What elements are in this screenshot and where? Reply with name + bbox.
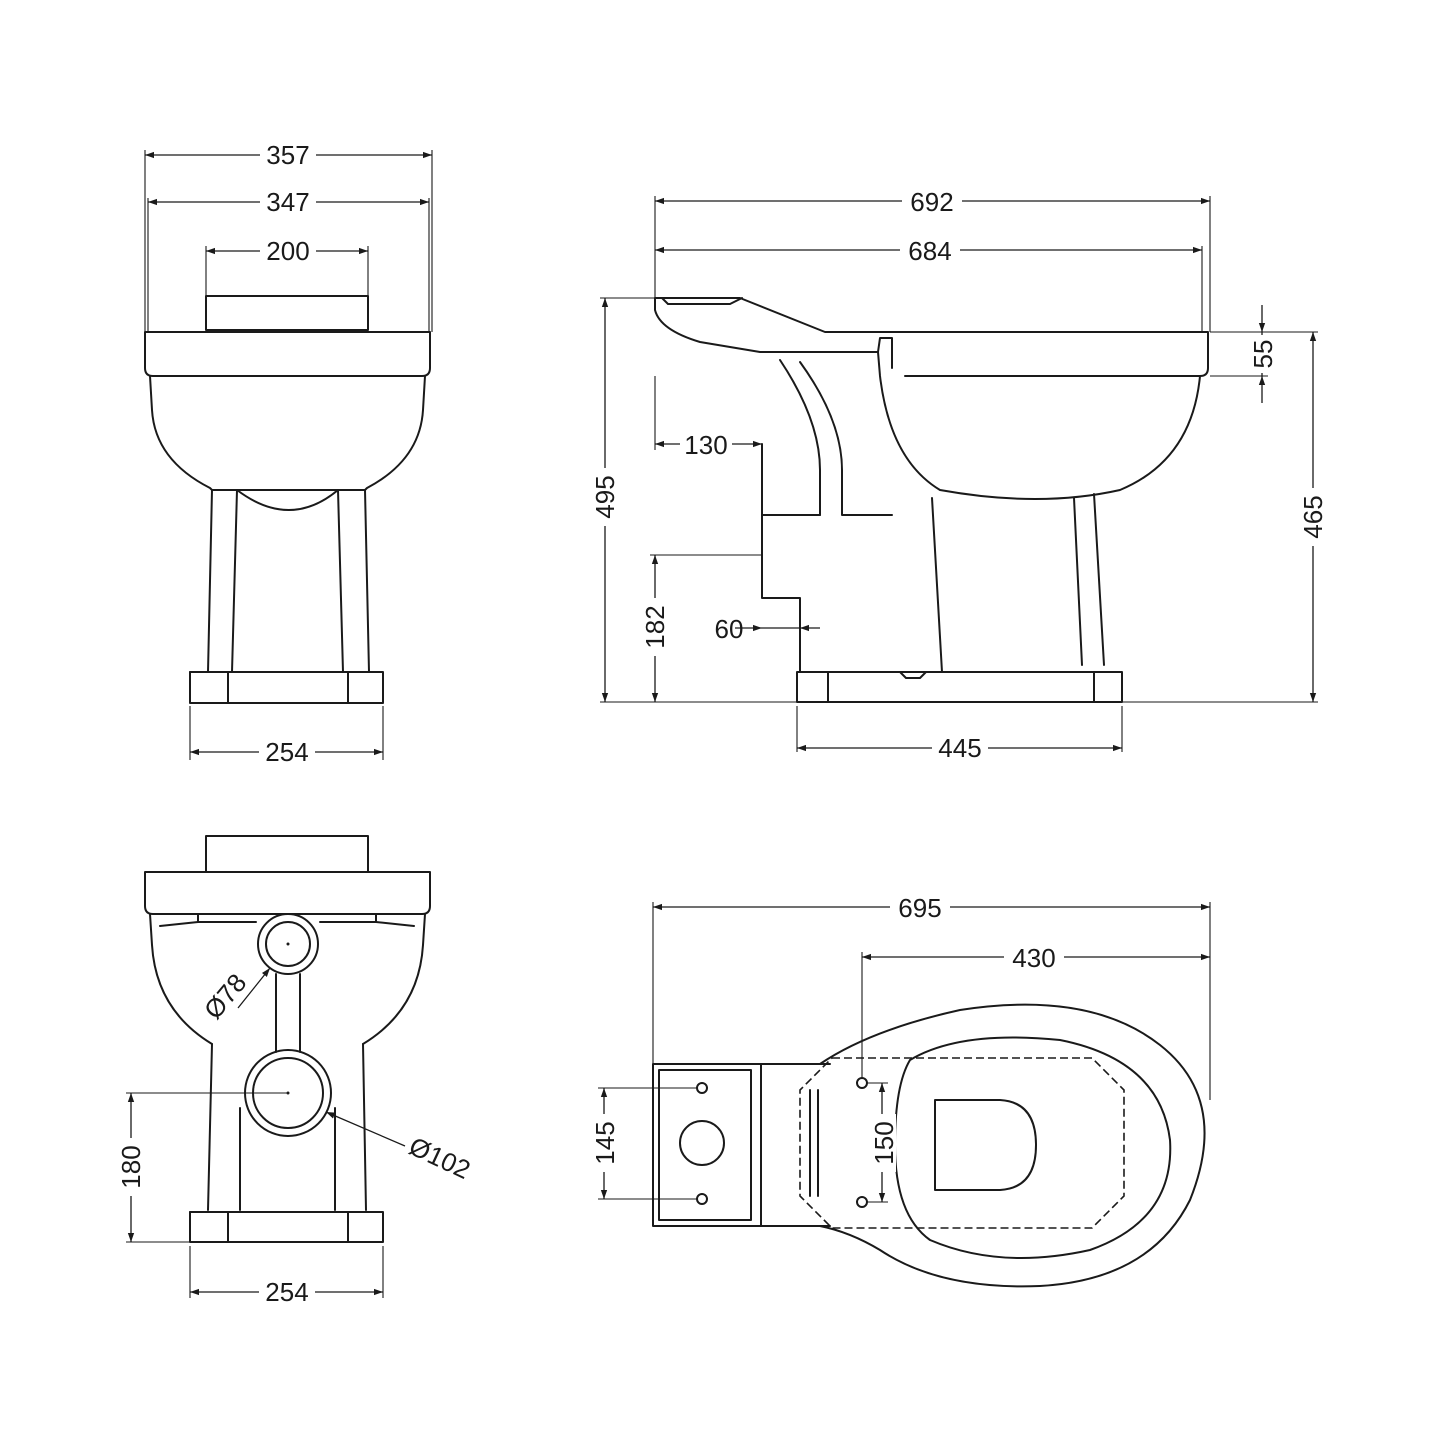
front-bowl [149,375,426,491]
plan-seat-outline [799,1057,1125,1229]
dim-front-base-width: 254 [265,737,308,767]
front-pedestal [207,489,370,673]
side-outlet [761,443,801,673]
rear-view: Ø78 Ø102 180 254 [116,835,475,1307]
dim-plan-seat-hole-spacing: 150 [869,1121,899,1164]
side-pedestal [931,493,1105,673]
side-trap [779,359,893,516]
rear-inlet-outer [257,913,319,975]
dim-plan-overall-length: 695 [898,893,941,923]
plan-view: 695 430 145 150 [590,893,1211,1288]
side-base [796,671,1123,703]
side-bowl [877,351,1201,500]
plan-cistern [652,1063,762,1227]
plan-neck [760,1063,831,1227]
dim-front-rim-width: 347 [266,187,309,217]
rear-base-lines [189,1211,349,1243]
dim-front-overall-width: 357 [266,140,309,170]
front-base [189,671,384,704]
cistern-top [205,295,369,331]
dim-rear-base-width: 254 [265,1277,308,1307]
rear-pedestal [207,1043,367,1211]
dim-front-cistern-width: 200 [266,236,309,266]
dim-side-outlet-length: 60 [715,614,744,644]
front-bowl-curve [236,489,339,511]
rear-bowl [149,913,426,1045]
plan-cistern-lid [658,1069,752,1221]
side-rim [654,297,1209,377]
plan-hinge [809,1089,819,1197]
side-base-lines [827,671,1095,703]
dim-side-bowl-height: 465 [1298,495,1328,538]
dim-side-waste-offset: 130 [684,430,727,460]
plan-bowl-outer [819,1003,1206,1288]
dim-side-rim-depth: 55 [1248,340,1278,369]
dim-plan-cistern-hole-spacing: 145 [590,1121,620,1164]
dim-side-waste-height: 182 [640,605,670,648]
rear-rim [144,871,431,915]
dim-side-base-length: 445 [938,733,981,763]
dim-rear-outlet-diameter: Ø102 [405,1131,475,1185]
plan-bowl-inner [894,1036,1172,1259]
rear-cistern [205,835,369,873]
dim-plan-seat-length: 430 [1012,943,1055,973]
dim-side-overall-length: 692 [910,187,953,217]
side-flush-button [661,297,743,305]
plan-flush-button [679,1120,725,1166]
rear-inlet-inner [265,921,311,967]
rear-base [189,1211,384,1243]
leader-102 [325,1111,406,1147]
plan-seat-hole-top [856,1077,868,1089]
front-view: 357 347 200 254 [144,140,433,767]
plan-seat-hole-bottom [856,1196,868,1208]
plan-cistern-hole-top [696,1082,708,1094]
rear-rim-underside [159,913,415,927]
side-view: 692 684 495 465 55 130 182 [590,187,1328,763]
front-rim [144,331,431,377]
rear-web [275,973,301,1053]
leader-78 [237,967,271,1009]
plan-seat-opening [934,1099,1037,1191]
dim-side-total-height: 495 [590,475,620,518]
front-base-lines [189,671,349,704]
dim-side-rim-length: 684 [908,236,951,266]
plan-cistern-hole-bottom [696,1193,708,1205]
side-cistern-shelf [654,297,893,369]
dim-rear-inlet-diameter: Ø78 [198,968,253,1025]
dim-rear-outlet-height: 180 [116,1145,146,1188]
